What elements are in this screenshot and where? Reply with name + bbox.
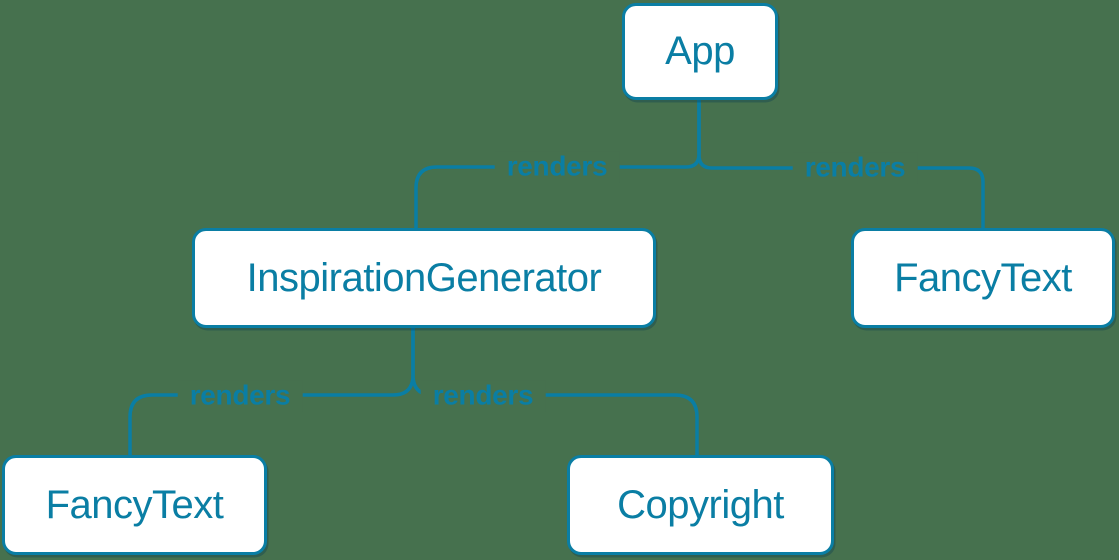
- node-app: App: [622, 3, 778, 100]
- node-fancy-text-left: FancyText: [2, 455, 267, 555]
- edge-inspirationgenerator-to-copyright: [411, 326, 699, 457]
- node-copyright: Copyright: [567, 455, 834, 555]
- edge-label-renders: renders: [177, 380, 303, 412]
- edge-label-renders: renders: [792, 152, 918, 184]
- node-fancy-text-right: FancyText: [851, 228, 1115, 328]
- edge-label-renders: renders: [420, 380, 546, 412]
- node-inspiration-generator: InspirationGenerator: [192, 228, 656, 328]
- edge-label-renders: renders: [494, 151, 620, 183]
